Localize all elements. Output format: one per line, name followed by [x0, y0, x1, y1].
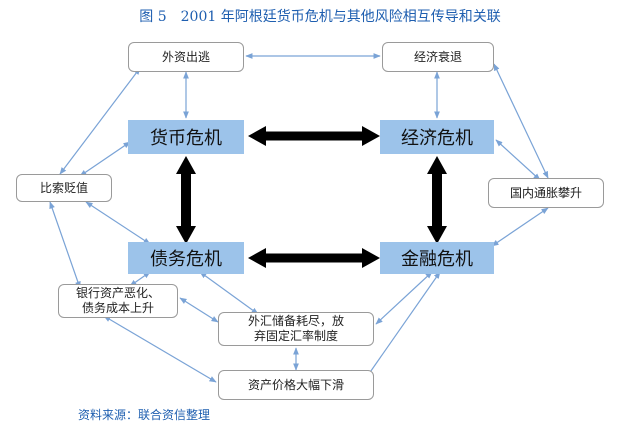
link-economic-inflation — [495, 139, 541, 181]
link-currency-devaluation — [79, 141, 131, 177]
node-currency-crisis: 货币危机 — [128, 120, 244, 154]
node-capital-flight: 外资出逃 — [128, 42, 244, 72]
link-financial-reserves — [375, 271, 433, 325]
node-devaluation: 比索贬值 — [16, 174, 112, 202]
node-debt-crisis: 债务危机 — [128, 242, 244, 274]
link-recession-inflation — [493, 63, 549, 179]
node-bank-assets: 银行资产恶化、 债务成本上升 — [58, 284, 178, 318]
link-inflation-financial — [491, 207, 549, 247]
arrow-economic-financial — [427, 156, 447, 244]
link-capital-devaluation — [59, 67, 141, 175]
arrow-currency-debt — [176, 156, 196, 244]
arrow-currency-economic — [248, 126, 380, 146]
node-recession: 经济衰退 — [382, 42, 494, 72]
link-bank-asset — [103, 315, 217, 383]
figure-title: 图 5 2001 年阿根廷货币危机与其他风险相互传导和关联 — [139, 9, 501, 25]
node-inflation: 国内通胀攀升 — [488, 178, 604, 208]
link-debt-bank — [129, 271, 151, 287]
link-bank-reserves — [179, 297, 219, 323]
node-reserves: 外汇储备耗尽，放 弃固定汇率制度 — [218, 312, 374, 346]
node-asset-prices: 资产价格大幅下滑 — [218, 370, 374, 400]
thick-arrows — [176, 126, 447, 268]
node-financial-crisis: 金融危机 — [380, 242, 494, 274]
arrow-debt-financial — [248, 248, 380, 268]
link-devaluation-bank — [49, 201, 81, 289]
link-devaluation-debt — [85, 201, 151, 245]
source-note: 资料来源：联合资信整理 — [78, 408, 211, 422]
link-debt-reserves — [199, 271, 259, 315]
node-economic-crisis: 经济危机 — [380, 120, 494, 154]
link-financial-asset — [365, 271, 441, 379]
